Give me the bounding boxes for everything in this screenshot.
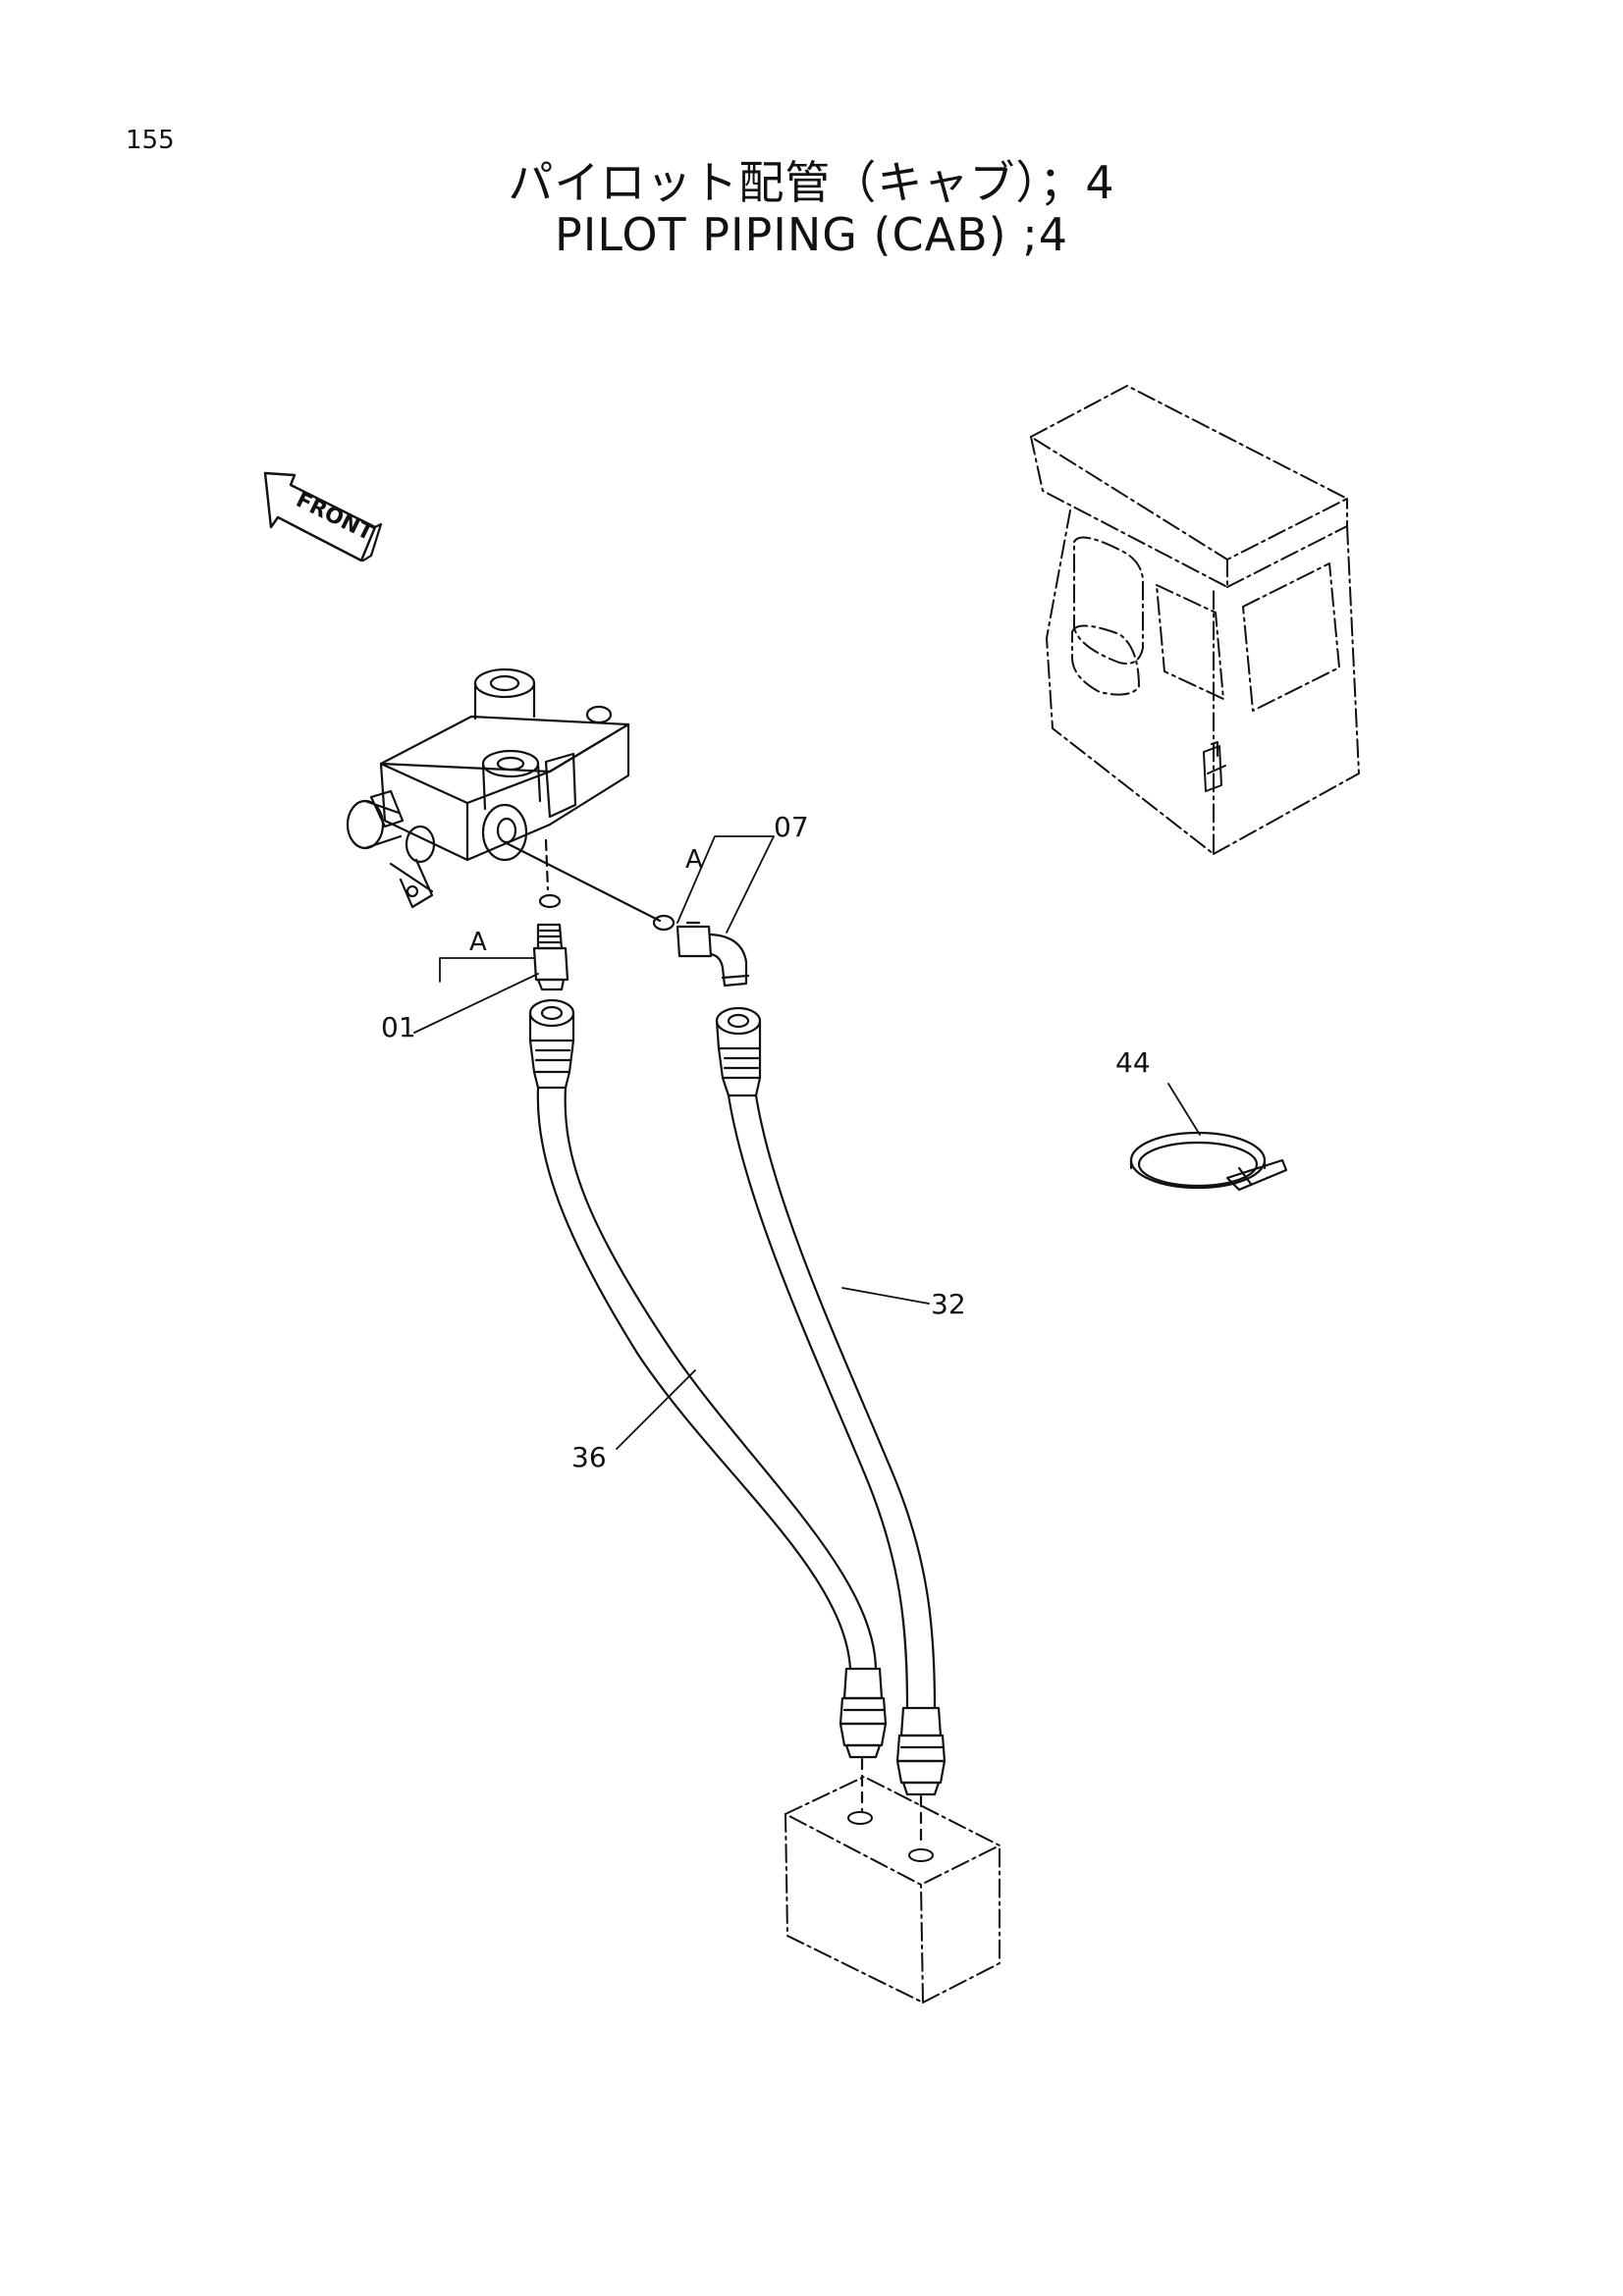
callout-leaders [413, 835, 1201, 1450]
hose-36-drawing [528, 998, 888, 1759]
callout-labels: A A 01 07 44 32 36 [381, 811, 1151, 1473]
label-part-01: 01 [381, 1011, 416, 1043]
title-english: PILOT PIPING (CAB) ;4 [555, 208, 1068, 261]
hose-32-drawing [715, 1006, 947, 1796]
label-part-32: 32 [931, 1288, 966, 1320]
cab-drawing [1030, 385, 1360, 855]
elbow-07-drawing [676, 921, 750, 988]
clamp-44-drawing [1129, 1131, 1288, 1192]
label-part-44: 44 [1115, 1046, 1151, 1079]
front-label: FRONT [292, 488, 377, 546]
pilot-valve-drawing [346, 667, 630, 909]
label-detail-a-left: A [469, 928, 487, 957]
label-part-36: 36 [571, 1441, 607, 1473]
page-number: 155 [126, 126, 175, 155]
hose-to-block-leaders [860, 1757, 923, 1847]
o-rings [503, 838, 676, 932]
front-arrow-icon: FRONT [263, 471, 383, 562]
label-part-07: 07 [774, 811, 809, 843]
label-detail-a-right: A [685, 845, 703, 875]
adapter-01-drawing [532, 923, 569, 991]
title-japanese: パイロット配管（キャブ）；4 [508, 156, 1115, 209]
control-box-drawing [784, 1776, 1001, 2003]
